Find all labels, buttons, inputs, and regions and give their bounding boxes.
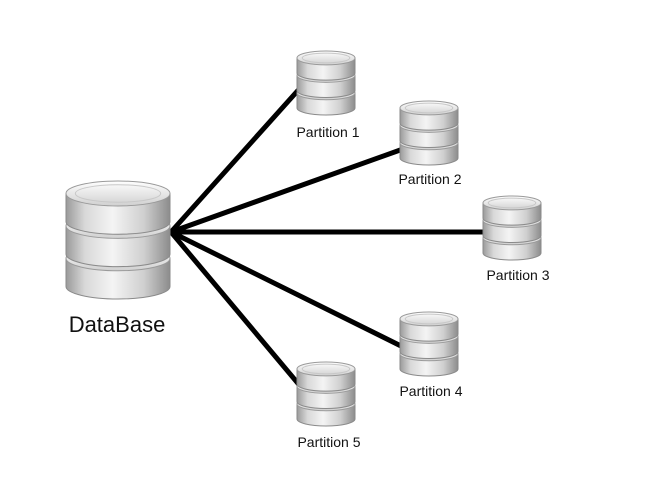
database-icon — [399, 311, 459, 377]
edge-partition-5 — [168, 229, 304, 390]
partition-node-1: Partition 1 — [296, 50, 360, 140]
edge-partition-2 — [168, 146, 406, 235]
partition-label-5: Partition 5 — [297, 434, 360, 450]
partition-label-3: Partition 3 — [486, 267, 549, 283]
partition-label-2: Partition 2 — [398, 171, 461, 187]
edge-partition-1 — [168, 84, 304, 235]
partition-node-5: Partition 5 — [296, 361, 361, 450]
partition-node-4: Partition 4 — [399, 311, 463, 399]
partition-label-1: Partition 1 — [296, 124, 359, 140]
edge-partition-4 — [168, 229, 406, 350]
main-database-label: DataBase — [69, 312, 166, 337]
database-icon — [399, 100, 459, 166]
database-icon — [296, 50, 356, 116]
database-icon — [482, 195, 542, 261]
database-icon — [296, 361, 356, 427]
partition-node-3: Partition 3 — [482, 195, 550, 283]
edges — [168, 84, 490, 390]
database-icon — [65, 180, 171, 300]
main-database-node: DataBase — [65, 180, 171, 337]
nodes: DataBase Partition 1 Partition 2 Partiti… — [65, 50, 550, 450]
partition-label-4: Partition 4 — [399, 383, 462, 399]
partition-node-2: Partition 2 — [398, 100, 462, 187]
